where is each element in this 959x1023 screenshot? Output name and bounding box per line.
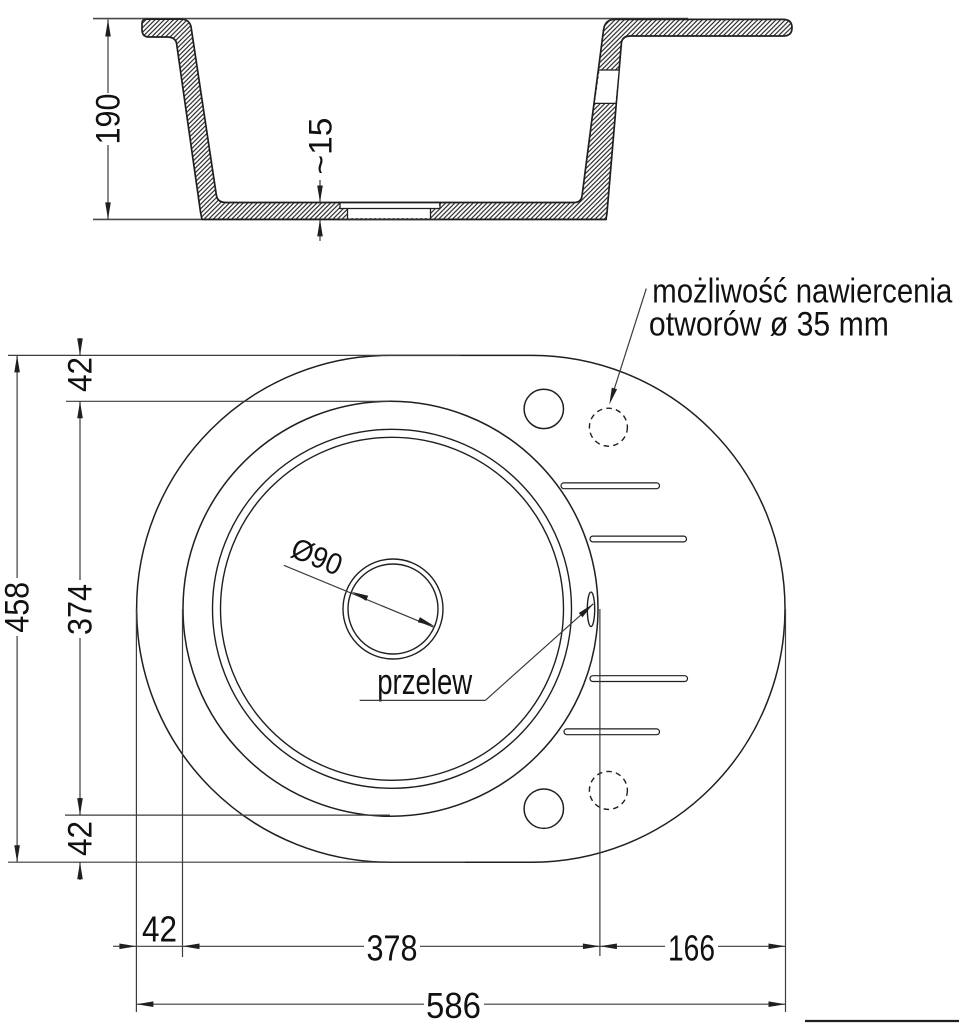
svg-text:~15: ~15	[302, 118, 338, 175]
svg-text:458: 458	[0, 582, 36, 633]
svg-text:42: 42	[142, 909, 177, 950]
svg-text:586: 586	[426, 985, 481, 1023]
svg-text:374: 374	[61, 584, 99, 635]
svg-text:42: 42	[61, 821, 99, 856]
svg-text:190: 190	[89, 94, 127, 145]
svg-text:378: 378	[367, 927, 418, 968]
svg-text:42: 42	[61, 357, 99, 392]
svg-text:możliwość nawiercenia: możliwość nawiercenia	[652, 273, 952, 311]
svg-text:przelew: przelew	[377, 661, 473, 702]
svg-text:otworów ø 35 mm: otworów ø 35 mm	[649, 305, 889, 343]
svg-text:166: 166	[668, 927, 715, 968]
